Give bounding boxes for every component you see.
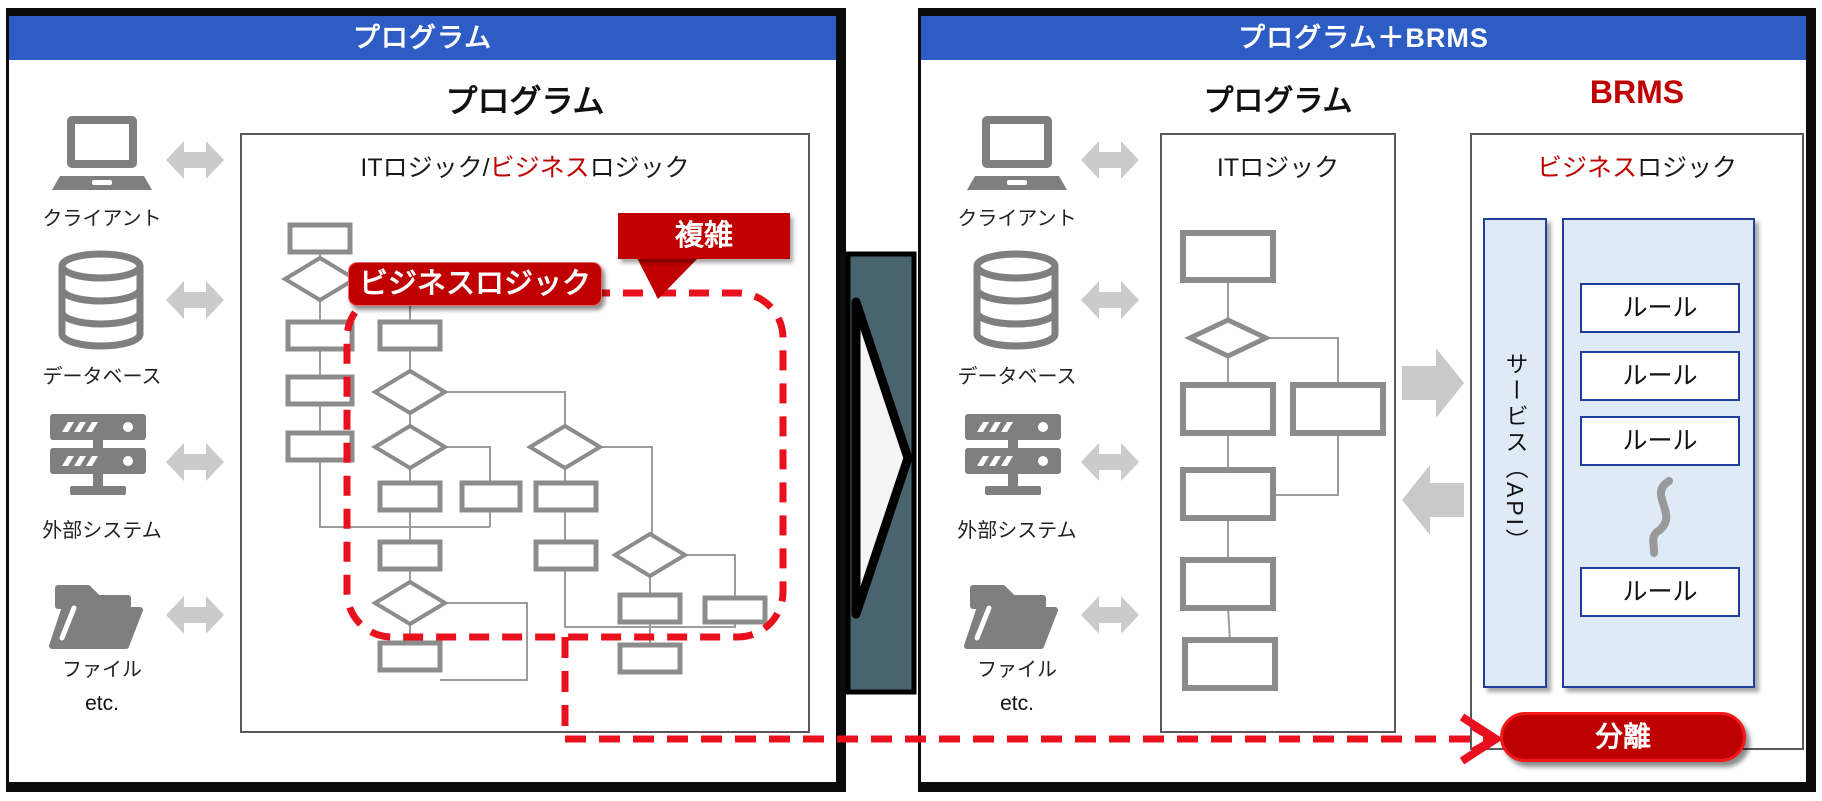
logic-text: ロジック [1637, 154, 1738, 182]
double-arrow-icon [166, 141, 224, 179]
exchange-arrows [1402, 348, 1464, 535]
separation-badge: 分離 [1500, 712, 1746, 762]
server-icon [965, 414, 1061, 495]
left-etc-label: etc. [85, 692, 119, 715]
rule-box: ルール [1580, 416, 1740, 466]
database-icon [973, 250, 1059, 350]
left-external-system-label: 外部システム [42, 520, 162, 542]
left-file-label: ファイル [62, 659, 142, 681]
business-text: ビジネス [489, 154, 590, 182]
logic-text: ロジック [589, 154, 690, 182]
rule-box: ルール [1580, 351, 1740, 401]
left-program-title: プログラム [445, 83, 605, 119]
double-arrow-icon [166, 443, 224, 481]
brms-title: BRMS [1589, 74, 1685, 110]
right-database-label: データベース [957, 366, 1077, 388]
rules-panel: ルール ルール ルール ルール [1562, 218, 1755, 688]
laptop-icon [52, 116, 152, 190]
left-block-arrow-icon [1402, 465, 1464, 535]
folder-icon [49, 585, 143, 649]
right-external-system-label: 外部システム [957, 520, 1077, 542]
right-client-label: クライアント [957, 208, 1077, 230]
left-panel-header: プログラム [9, 16, 836, 60]
left-client-label: クライアント [42, 208, 162, 230]
it-logic-text: ITロジック/ [360, 154, 490, 182]
right-etc-label: etc. [1000, 692, 1034, 715]
server-icon [50, 414, 146, 495]
double-arrow-icon [1081, 141, 1139, 179]
transition-arrow-icon [845, 251, 917, 695]
double-arrow-icon [166, 596, 224, 634]
complex-callout: 複雑 [618, 213, 790, 259]
business-text: ビジネス [1536, 154, 1637, 182]
rule-box: ルール [1580, 283, 1740, 333]
folder-icon [964, 585, 1058, 649]
left-database-label: データベース [42, 366, 162, 388]
ellipsis-squiggle-icon [1649, 477, 1673, 557]
rule-box: ルール [1580, 567, 1740, 617]
double-arrow-icon [166, 281, 224, 319]
right-block-arrow-icon [1402, 348, 1464, 418]
database-icon [58, 250, 144, 350]
brms-box-label: ビジネスロジック [1470, 148, 1804, 184]
double-arrow-icon [1081, 443, 1139, 481]
complex-callout-tail [636, 256, 700, 299]
service-api-panel: サービス（API） [1483, 218, 1547, 688]
it-logic-box-label: ITロジック [1216, 154, 1340, 182]
left-logic-box-label: ITロジック/ビジネスロジック [240, 148, 810, 184]
double-arrow-icon [1081, 596, 1139, 634]
laptop-icon [967, 116, 1067, 190]
right-flowchart [1180, 230, 1386, 691]
right-file-label: ファイル [977, 659, 1057, 681]
service-api-label: サービス（API） [1502, 351, 1528, 555]
right-program-title: プログラム [1203, 85, 1353, 118]
double-arrow-icon [1081, 281, 1139, 319]
right-panel-header: プログラム＋BRMS [921, 16, 1806, 60]
business-logic-tag: ビジネスロジック [348, 262, 602, 306]
